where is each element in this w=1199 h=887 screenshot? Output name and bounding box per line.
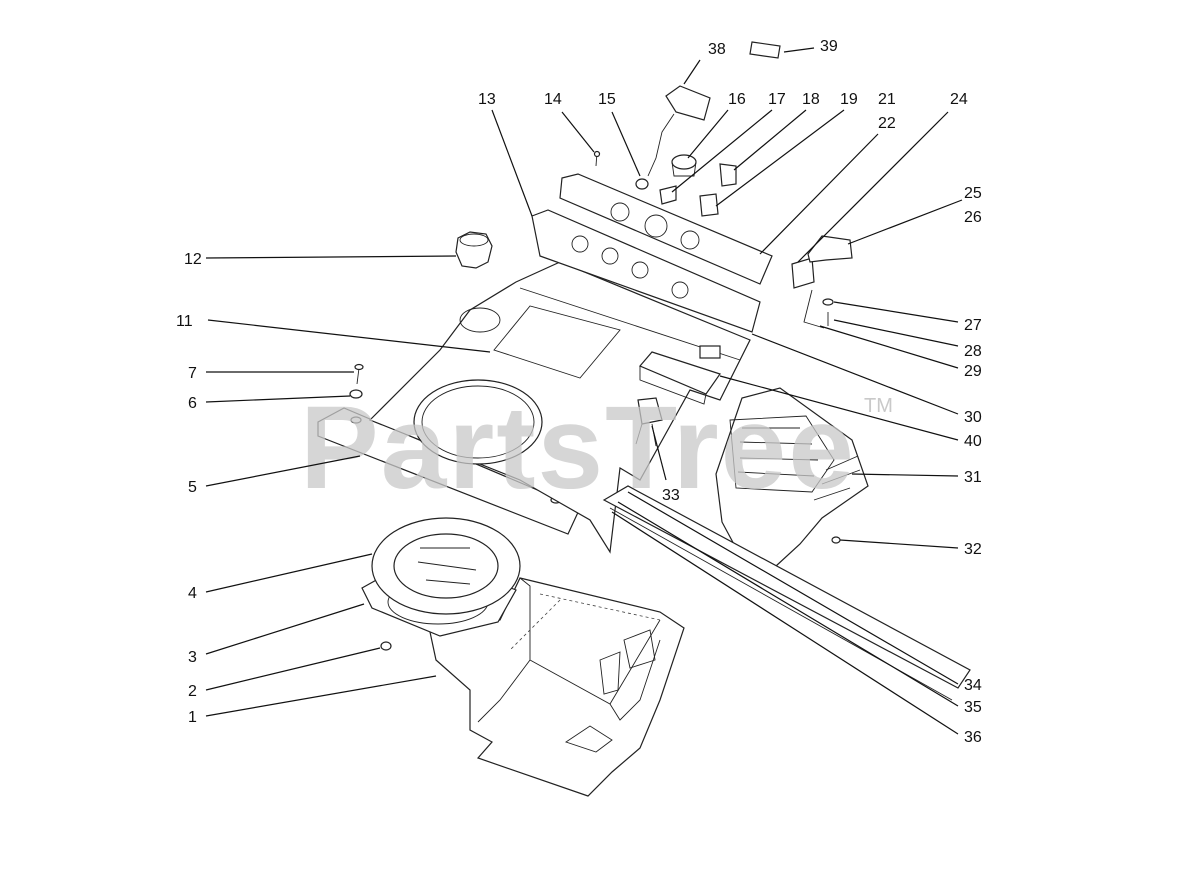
part-29-bracket: [803, 289, 825, 329]
part-14-screw: [593, 150, 601, 167]
callout-17: 17: [768, 91, 786, 108]
part-17-switch: [659, 185, 677, 205]
callout-31: 31: [964, 469, 982, 486]
watermark-tm: TM: [864, 395, 893, 417]
callout-30: 30: [964, 409, 982, 426]
part-19-switch: [699, 193, 719, 217]
part-15-grommet: [635, 178, 649, 190]
callout-4: 4: [188, 585, 197, 602]
callout-16: 16: [728, 91, 746, 108]
part-25-boot: [807, 235, 853, 263]
part-21-panel: [559, 173, 773, 285]
part-6-washer: [349, 389, 363, 399]
callout-34: 34: [964, 677, 982, 694]
callout-36: 36: [964, 729, 982, 746]
callout-22: 22: [878, 115, 896, 132]
part-12-fuel-cap: [455, 231, 501, 333]
callout-39: 39: [820, 38, 838, 55]
part-24-switch: [791, 257, 815, 289]
callout-40: 40: [964, 433, 982, 450]
part-39-clip: [749, 41, 781, 59]
callout-13: 13: [478, 91, 496, 108]
callout-15: 15: [598, 91, 616, 108]
callout-3: 3: [188, 649, 197, 666]
callout-2: 2: [188, 683, 197, 700]
callout-24: 24: [950, 91, 968, 108]
callout-14: 14: [544, 91, 562, 108]
part-7-screw: [354, 363, 364, 385]
watermark: PartsTree: [300, 382, 856, 514]
part-2-nut: [380, 641, 392, 651]
callout-21: 21: [878, 91, 896, 108]
callout-25: 25: [964, 185, 982, 202]
callout-12: 12: [184, 251, 202, 268]
part-18-switch: [719, 163, 737, 187]
callout-5: 5: [188, 479, 197, 496]
callout-38: 38: [708, 41, 726, 58]
callout-labels: 38 39 13 14 15 16 17 18 19 21 22 24 25 2…: [176, 38, 982, 746]
callout-35: 35: [964, 699, 982, 716]
part-27-washer: [822, 298, 834, 306]
callout-29: 29: [964, 363, 982, 380]
part-4-flange-ring: [371, 517, 521, 615]
callout-18: 18: [802, 91, 820, 108]
part-32-screw: [831, 536, 841, 544]
part-13-bezel: [531, 209, 761, 333]
leader-lines: [205, 47, 963, 735]
callout-26: 26: [964, 209, 982, 226]
part-16-knob: [671, 154, 697, 177]
part-38-plug: [647, 85, 711, 177]
callout-33: 33: [662, 487, 680, 504]
callout-32: 32: [964, 541, 982, 558]
callout-1: 1: [188, 709, 197, 726]
part-30-40-switch-box: [639, 345, 721, 405]
part-11-console: [368, 261, 751, 554]
callout-28: 28: [964, 343, 982, 360]
callout-7: 7: [188, 365, 197, 382]
callout-11: 11: [176, 313, 193, 330]
callout-19: 19: [840, 91, 858, 108]
callout-27: 27: [964, 317, 982, 334]
callout-6: 6: [188, 395, 197, 412]
part-31-shroud: [715, 387, 869, 567]
